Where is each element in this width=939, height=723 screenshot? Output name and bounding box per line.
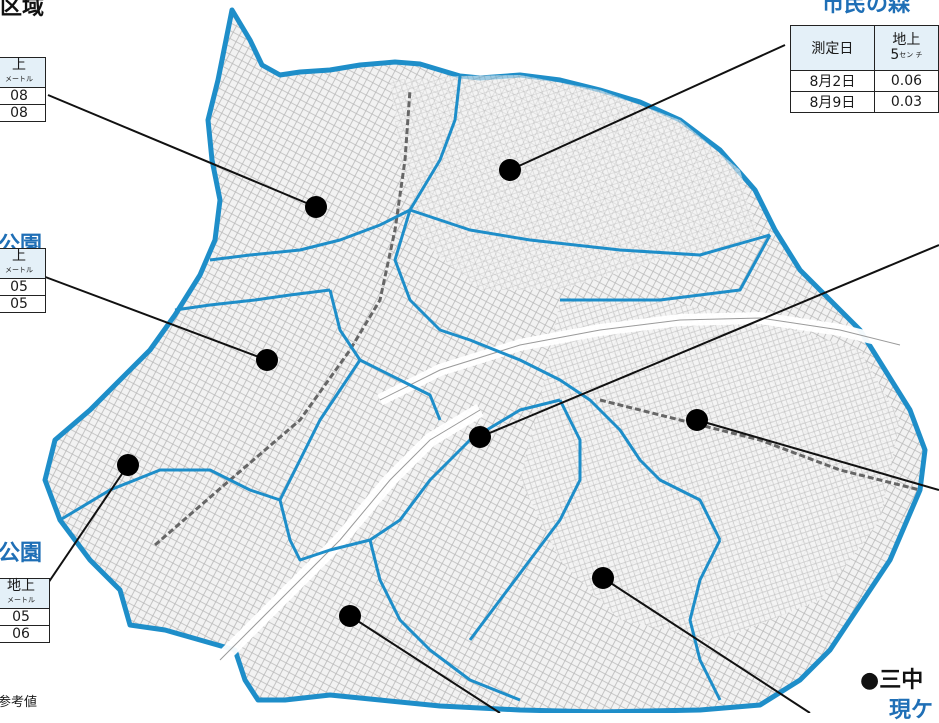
table1-header: 上メートル xyxy=(5,57,33,84)
table3-value: 06 xyxy=(0,625,50,644)
district-boundaries xyxy=(59,75,772,702)
table2-value: 05 xyxy=(0,295,46,314)
table3-value: 05 xyxy=(0,608,50,627)
forest-row-value: 0.06 xyxy=(873,70,939,92)
railway xyxy=(154,89,412,547)
marker-north[interactable] xyxy=(499,159,521,181)
forest-row-date: 8月9日 xyxy=(790,91,875,113)
marker-south-west[interactable] xyxy=(117,454,139,476)
reference-note: 参考値 xyxy=(0,695,38,710)
reading-table-1: 上メートル 08 08 xyxy=(0,56,46,123)
marker-south[interactable] xyxy=(592,567,614,589)
marker-north-west[interactable] xyxy=(305,196,327,218)
area-title-fragment: 区域 xyxy=(0,0,45,20)
table2-header: 上メートル xyxy=(5,248,33,275)
marker-south-center[interactable] xyxy=(339,605,361,627)
table3-header: 地上メートル xyxy=(7,578,35,605)
marker-center[interactable] xyxy=(469,426,491,448)
marker-east[interactable] xyxy=(686,409,708,431)
reading-table-3: 地上メートル 05 06 xyxy=(0,577,50,644)
school-label-fragment: ●三中 xyxy=(860,668,924,693)
table1-value: 08 xyxy=(0,104,46,123)
reading-table-2: 上メートル 05 05 xyxy=(0,247,46,314)
forest-row-value: 0.03 xyxy=(873,91,939,113)
marker-west[interactable] xyxy=(256,349,278,371)
park-title-fragment-2: 公園 xyxy=(0,541,43,566)
table2-value: 05 xyxy=(0,278,46,297)
forest-title: 市民の森 xyxy=(822,0,911,17)
leader-lines xyxy=(39,44,939,713)
table1-value: 08 xyxy=(0,87,46,106)
bottom-right-label-fragment: 現ケ xyxy=(889,698,934,723)
forest-row-date: 8月2日 xyxy=(790,70,875,92)
forest-col-date-header: 測定日 xyxy=(790,25,875,71)
